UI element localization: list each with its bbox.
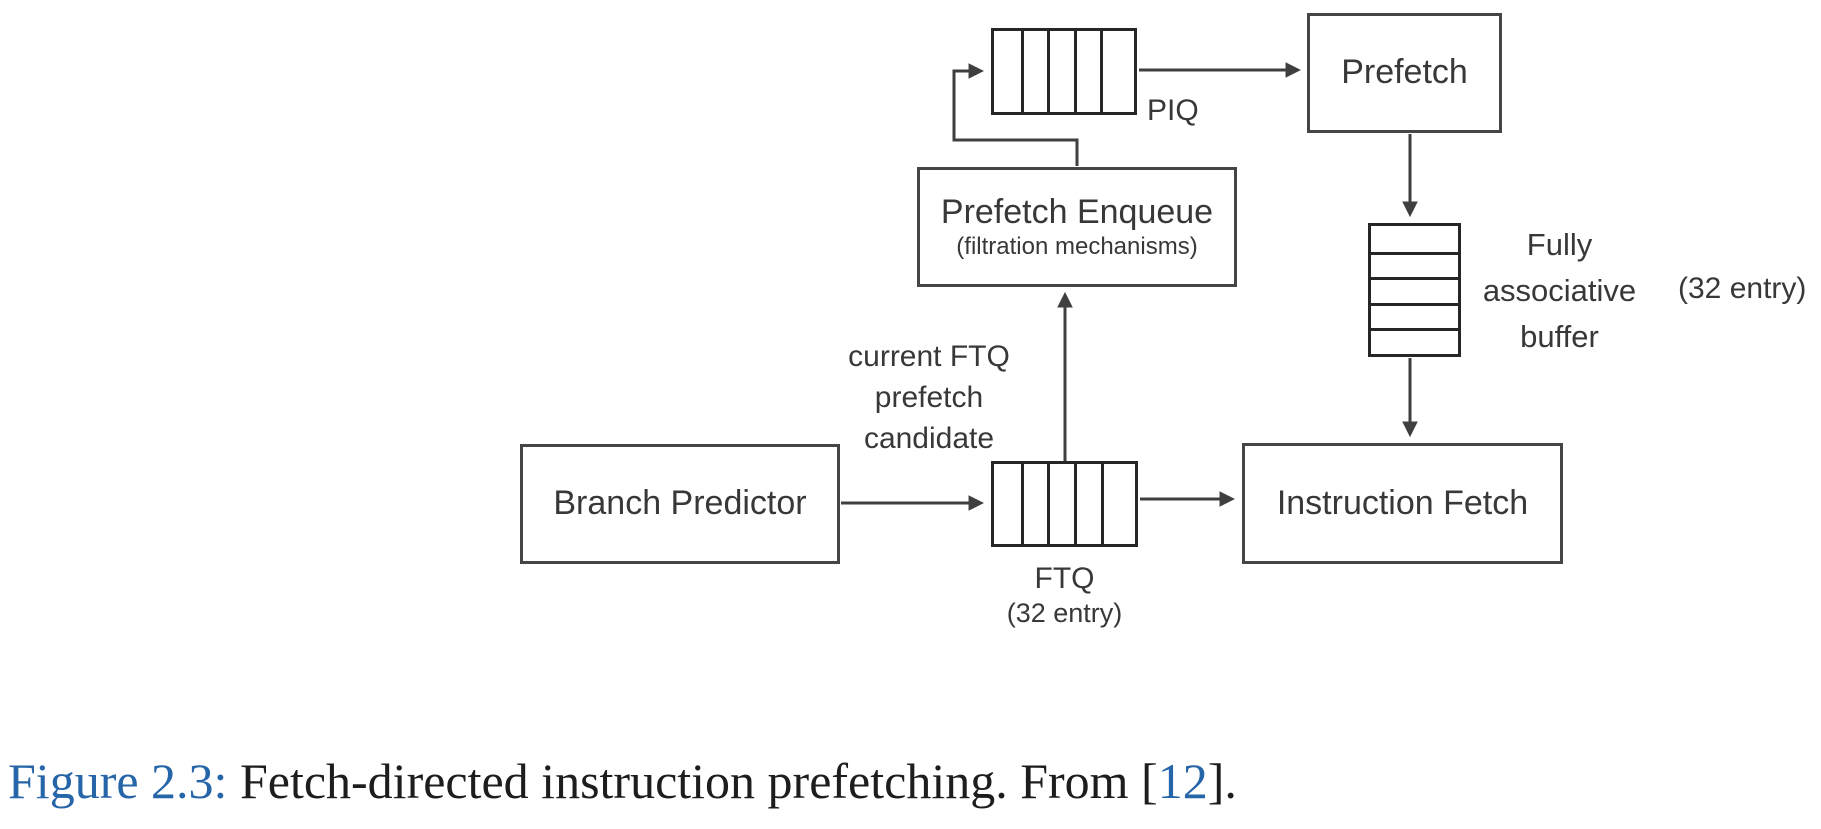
prefetch-box: Prefetch [1307, 13, 1502, 133]
caption-text-end: ]. [1207, 753, 1237, 809]
ftq-entries-label: (32 entry) [1006, 598, 1123, 628]
queue-cell [1100, 31, 1134, 112]
queue-cell [1047, 464, 1074, 544]
queue-cell [1371, 302, 1458, 329]
instruction-fetch-box: Instruction Fetch [1242, 443, 1563, 564]
buffer-label: Fully associative buffer [1472, 222, 1647, 360]
ftq-label: FTQ [1034, 562, 1095, 595]
branch-predictor-label: Branch Predictor [553, 484, 807, 523]
prefetch-enqueue-box: Prefetch Enqueue (filtration mechanisms) [917, 167, 1237, 287]
fully-associative-buffer-queue [1368, 223, 1461, 357]
queue-cell [994, 464, 1021, 544]
queue-cell [1020, 31, 1048, 112]
figure-number: Figure 2.3: [8, 753, 228, 809]
queue-cell [1047, 31, 1074, 112]
ftq-candidate-line3: candidate [863, 422, 995, 455]
instruction-fetch-label: Instruction Fetch [1276, 483, 1529, 522]
figure-caption: Figure 2.3: Fetch-directed instruction p… [8, 752, 1808, 810]
ftq-queue [991, 461, 1138, 547]
prefetch-enqueue-sublabel: (filtration mechanisms) [956, 232, 1198, 260]
buffer-label-line1: Fully [1526, 227, 1593, 262]
queue-cell [1371, 251, 1458, 278]
queue-cell [1073, 31, 1101, 112]
buffer-entries-label: (32 entry) [1678, 272, 1807, 305]
prefetch-enqueue-label: Prefetch Enqueue [940, 192, 1214, 231]
prefetch-label: Prefetch [1341, 53, 1468, 92]
queue-cell [1020, 464, 1048, 544]
buffer-label-line3: buffer [1520, 319, 1599, 354]
queue-cell [1371, 277, 1458, 303]
queue-cell [1371, 328, 1458, 354]
buffer-label-line2: associative [1482, 273, 1637, 308]
queue-cell [1371, 226, 1458, 252]
ftq-candidate-line2: prefetch [874, 381, 984, 414]
queue-cell [1074, 464, 1101, 544]
queue-cell [994, 31, 1021, 112]
piq-queue [991, 28, 1137, 115]
citation-link[interactable]: 12 [1157, 753, 1208, 809]
ftq-candidate-annotation: current FTQ prefetch candidate [829, 336, 1029, 459]
piq-label: PIQ [1147, 94, 1199, 127]
branch-predictor-box: Branch Predictor [520, 444, 840, 564]
caption-text: Fetch-directed instruction prefetching. … [227, 753, 1158, 809]
queue-cell [1100, 464, 1135, 544]
ftq-candidate-line1: current FTQ [848, 340, 1010, 373]
